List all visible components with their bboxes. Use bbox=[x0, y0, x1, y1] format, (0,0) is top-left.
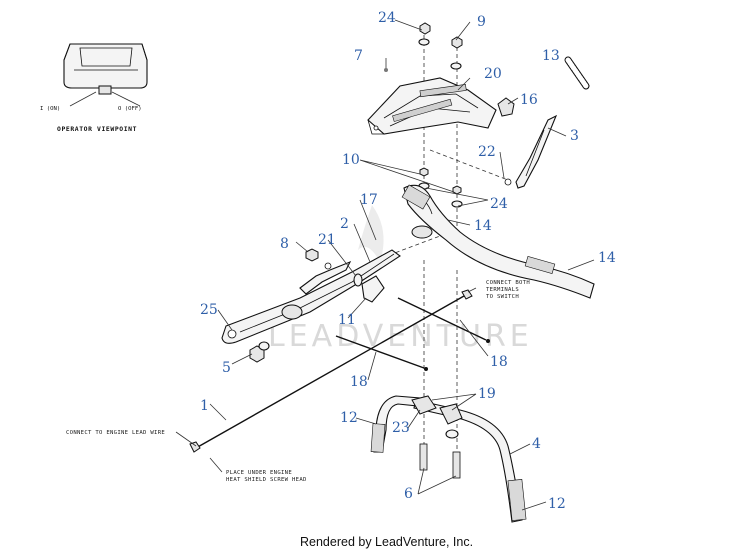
callout-13: 13 bbox=[542, 48, 560, 64]
callout-1: 1 bbox=[200, 398, 209, 414]
footer-credit: Rendered by LeadVenture, Inc. bbox=[300, 535, 473, 549]
callout-6: 6 bbox=[404, 486, 413, 502]
callout-4: 4 bbox=[532, 436, 541, 452]
callout-12-right: 12 bbox=[548, 496, 566, 512]
spring-part-13 bbox=[564, 56, 590, 90]
knob-part-16 bbox=[497, 97, 515, 117]
lever-rod-part-3 bbox=[504, 114, 558, 189]
callout-7: 7 bbox=[354, 48, 363, 64]
callout-3: 3 bbox=[570, 128, 579, 144]
callout-9: 9 bbox=[477, 14, 486, 30]
bolts-part-6 bbox=[419, 443, 461, 479]
callout-19: 19 bbox=[478, 386, 496, 402]
leader-lines bbox=[175, 19, 595, 511]
callout-20: 20 bbox=[484, 66, 502, 82]
control-box-part-20 bbox=[367, 77, 497, 135]
callout-5: 5 bbox=[222, 360, 231, 376]
callout-23: 23 bbox=[392, 420, 410, 436]
upper-handle-part-14 bbox=[401, 184, 595, 299]
operator-viewpoint-inset: I (ON) O (OFF) OPERATOR VIEWPOINT bbox=[40, 43, 148, 133]
callout-16: 16 bbox=[520, 92, 538, 108]
callout-24-top: 24 bbox=[378, 10, 396, 26]
bail-handle-part-12-4 bbox=[370, 395, 527, 523]
assembly-notes: CONNECT BOTH TERMINALS TO SWITCH CONNECT… bbox=[66, 280, 530, 483]
callout-12-left: 12 bbox=[340, 410, 358, 426]
note-switch-line2: TERMINALS bbox=[486, 287, 519, 293]
callout-numbers: 24 9 7 13 20 16 3 22 10 24 17 14 2 21 8 … bbox=[200, 10, 616, 512]
note-engine-lead: CONNECT TO ENGINE LEAD WIRE bbox=[66, 430, 165, 436]
callout-14-right: 14 bbox=[598, 250, 616, 266]
operator-viewpoint-caption: OPERATOR VIEWPOINT bbox=[57, 125, 137, 133]
watermark: LEADVENTURE bbox=[268, 205, 533, 354]
callout-25: 25 bbox=[200, 302, 218, 318]
hardware-9-24 bbox=[384, 22, 463, 72]
callout-18-left: 18 bbox=[350, 374, 368, 390]
callout-11: 11 bbox=[338, 312, 356, 328]
watermark-text: LEADVENTURE bbox=[268, 319, 533, 354]
callout-8: 8 bbox=[280, 236, 289, 252]
callout-22: 22 bbox=[478, 144, 496, 160]
callout-24-mid: 24 bbox=[490, 196, 508, 212]
wires-part-18 bbox=[335, 289, 490, 371]
callout-10: 10 bbox=[342, 152, 360, 168]
callout-18-right: 18 bbox=[490, 354, 508, 370]
note-switch-line1: CONNECT BOTH bbox=[486, 280, 530, 286]
note-heat-shield-line1: PLACE UNDER ENGINE bbox=[226, 470, 292, 476]
hardware-8-21-11-5 bbox=[249, 248, 385, 363]
callout-21: 21 bbox=[318, 232, 336, 248]
callout-17: 17 bbox=[360, 192, 378, 208]
callout-2: 2 bbox=[340, 216, 349, 232]
on-position-label: I (ON) bbox=[40, 106, 60, 112]
note-switch-line3: TO SWITCH bbox=[486, 294, 519, 300]
assembly-lines bbox=[375, 28, 509, 480]
off-position-label: O (OFF) bbox=[118, 106, 142, 112]
note-heat-shield-line2: HEAT SHIELD SCREW HEAD bbox=[226, 477, 307, 483]
cable-part-1 bbox=[189, 295, 465, 453]
callout-14-mid: 14 bbox=[474, 218, 492, 234]
